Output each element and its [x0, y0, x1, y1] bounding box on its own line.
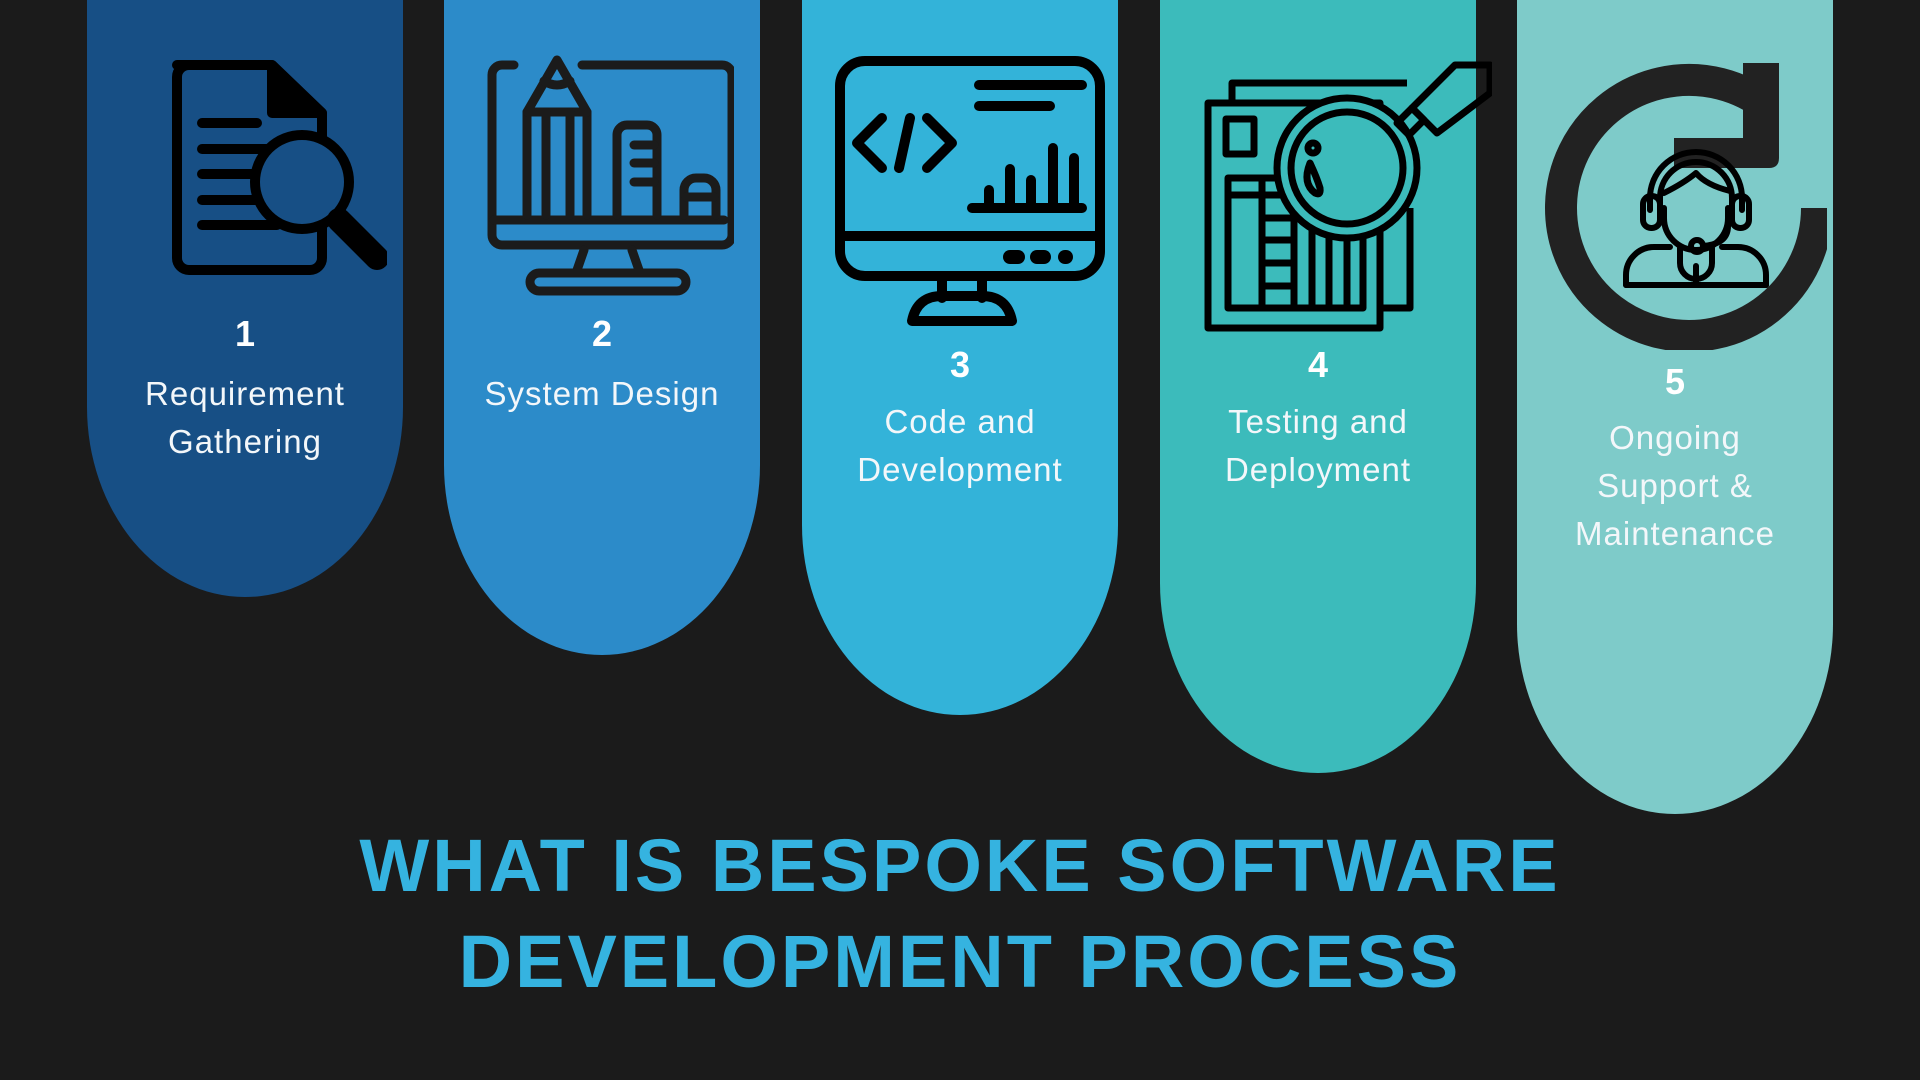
- document-search-icon: [157, 50, 387, 285]
- step-label: System Design: [484, 375, 720, 412]
- step-label: Testing and Deployment: [1224, 403, 1412, 488]
- page-title: WHAT IS BESPOKE SOFTWARE DEVELOPMENT PRO…: [359, 824, 1561, 1003]
- step-label: Code and Development: [857, 403, 1063, 488]
- step-number: 2: [591, 313, 613, 354]
- monitor-design-icon: [482, 45, 734, 297]
- step-number: 1: [234, 313, 256, 354]
- step-4-card: 4 Testing and Deployment: [1160, 0, 1492, 773]
- step-number: 4: [1307, 344, 1329, 385]
- step-2-card: 2 System Design: [444, 0, 760, 655]
- document-inspect-icon: [1202, 43, 1492, 335]
- step-number: 5: [1664, 361, 1686, 402]
- step-1-card: 1 Requirement Gathering: [87, 0, 403, 597]
- support-agent-icon: [1622, 148, 1770, 288]
- step-3-card: 3 Code and Development: [802, 0, 1118, 715]
- step-label: Requirement Gathering: [145, 375, 345, 460]
- step-label: Ongoing Support & Maintenance: [1575, 419, 1775, 552]
- step-number: 3: [949, 344, 971, 385]
- refresh-cycle-icon: [1537, 58, 1827, 350]
- step-5-card: 5 Ongoing Support & Maintenance: [1517, 0, 1833, 814]
- monitor-code-icon: [832, 53, 1106, 329]
